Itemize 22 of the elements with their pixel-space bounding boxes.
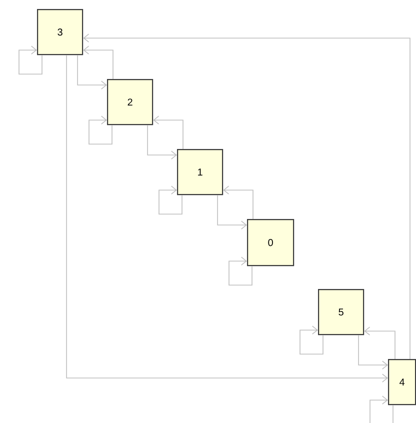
arrow [217, 194, 247, 230]
arrow [77, 54, 107, 90]
state-box: 1 [177, 149, 224, 196]
arrow [228, 256, 252, 286]
state-box: 5 [318, 289, 364, 336]
arrow [158, 186, 182, 214]
state-box: 2 [107, 79, 154, 126]
arrow [83, 34, 410, 360]
arrow [83, 46, 114, 80]
arrow [147, 124, 177, 160]
arrow [88, 116, 112, 144]
state-box: 4 [388, 359, 416, 406]
arrow [18, 46, 42, 74]
arrow [300, 326, 324, 354]
arrow [364, 326, 396, 360]
arrow [153, 116, 184, 150]
state-box: 0 [247, 219, 294, 266]
state-box: 3 [37, 9, 84, 56]
arrow [66, 54, 388, 382]
arrow [223, 186, 254, 220]
arrow [358, 334, 388, 370]
arrow [370, 396, 394, 423]
